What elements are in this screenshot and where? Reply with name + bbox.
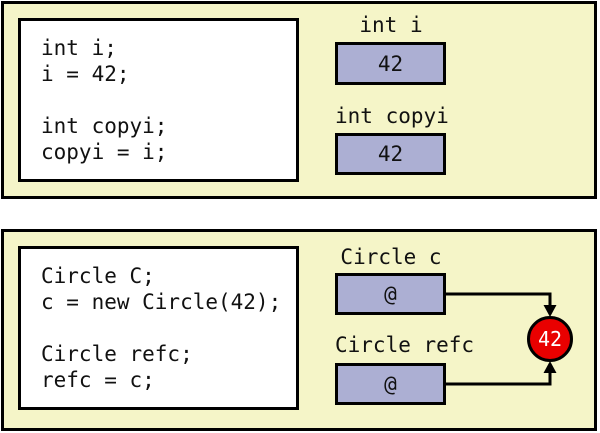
code-line: copyi = i; xyxy=(41,140,168,164)
code-line xyxy=(41,315,296,341)
code-line: Circle C; xyxy=(41,264,155,288)
arrow-c-to-object xyxy=(445,292,557,317)
code-line xyxy=(41,87,296,113)
code-line: int copyi; xyxy=(41,114,168,138)
arrow-refc-to-object xyxy=(445,361,557,386)
reference-at-symbol: @ xyxy=(384,372,397,396)
reference-panel: Circle C; c = new Circle(42); Circle ref… xyxy=(1,229,597,431)
reference-at-symbol: @ xyxy=(384,282,397,306)
circle-object: 42 xyxy=(527,316,573,362)
code-line: i = 42; xyxy=(41,62,130,86)
variable-box-circle-refc: @ xyxy=(335,363,446,405)
object-value: 42 xyxy=(537,327,563,351)
variable-label-int-i: int i xyxy=(359,13,423,37)
variable-label-circle-c: Circle c xyxy=(340,245,442,269)
variable-label-circle-refc: Circle refc xyxy=(335,333,475,357)
primitive-code-box: int i; i = 42; int copyi; copyi = i; xyxy=(18,18,299,182)
variable-box-int-copyi: 42 xyxy=(335,133,446,175)
code-line: int i; xyxy=(41,36,117,60)
primitive-panel: int i; i = 42; int copyi; copyi = i; int… xyxy=(1,1,597,199)
variable-box-int-i: 42 xyxy=(335,42,446,85)
code-line: Circle refc; xyxy=(41,342,193,366)
variable-value: 42 xyxy=(377,142,404,166)
variable-value: 42 xyxy=(377,51,404,76)
code-line: refc = c; xyxy=(41,368,155,392)
variable-label-int-copyi: int copyi xyxy=(335,104,449,128)
reference-code-box: Circle C; c = new Circle(42); Circle ref… xyxy=(18,246,299,410)
code-line: c = new Circle(42); xyxy=(41,290,282,314)
variable-box-circle-c: @ xyxy=(335,273,446,315)
